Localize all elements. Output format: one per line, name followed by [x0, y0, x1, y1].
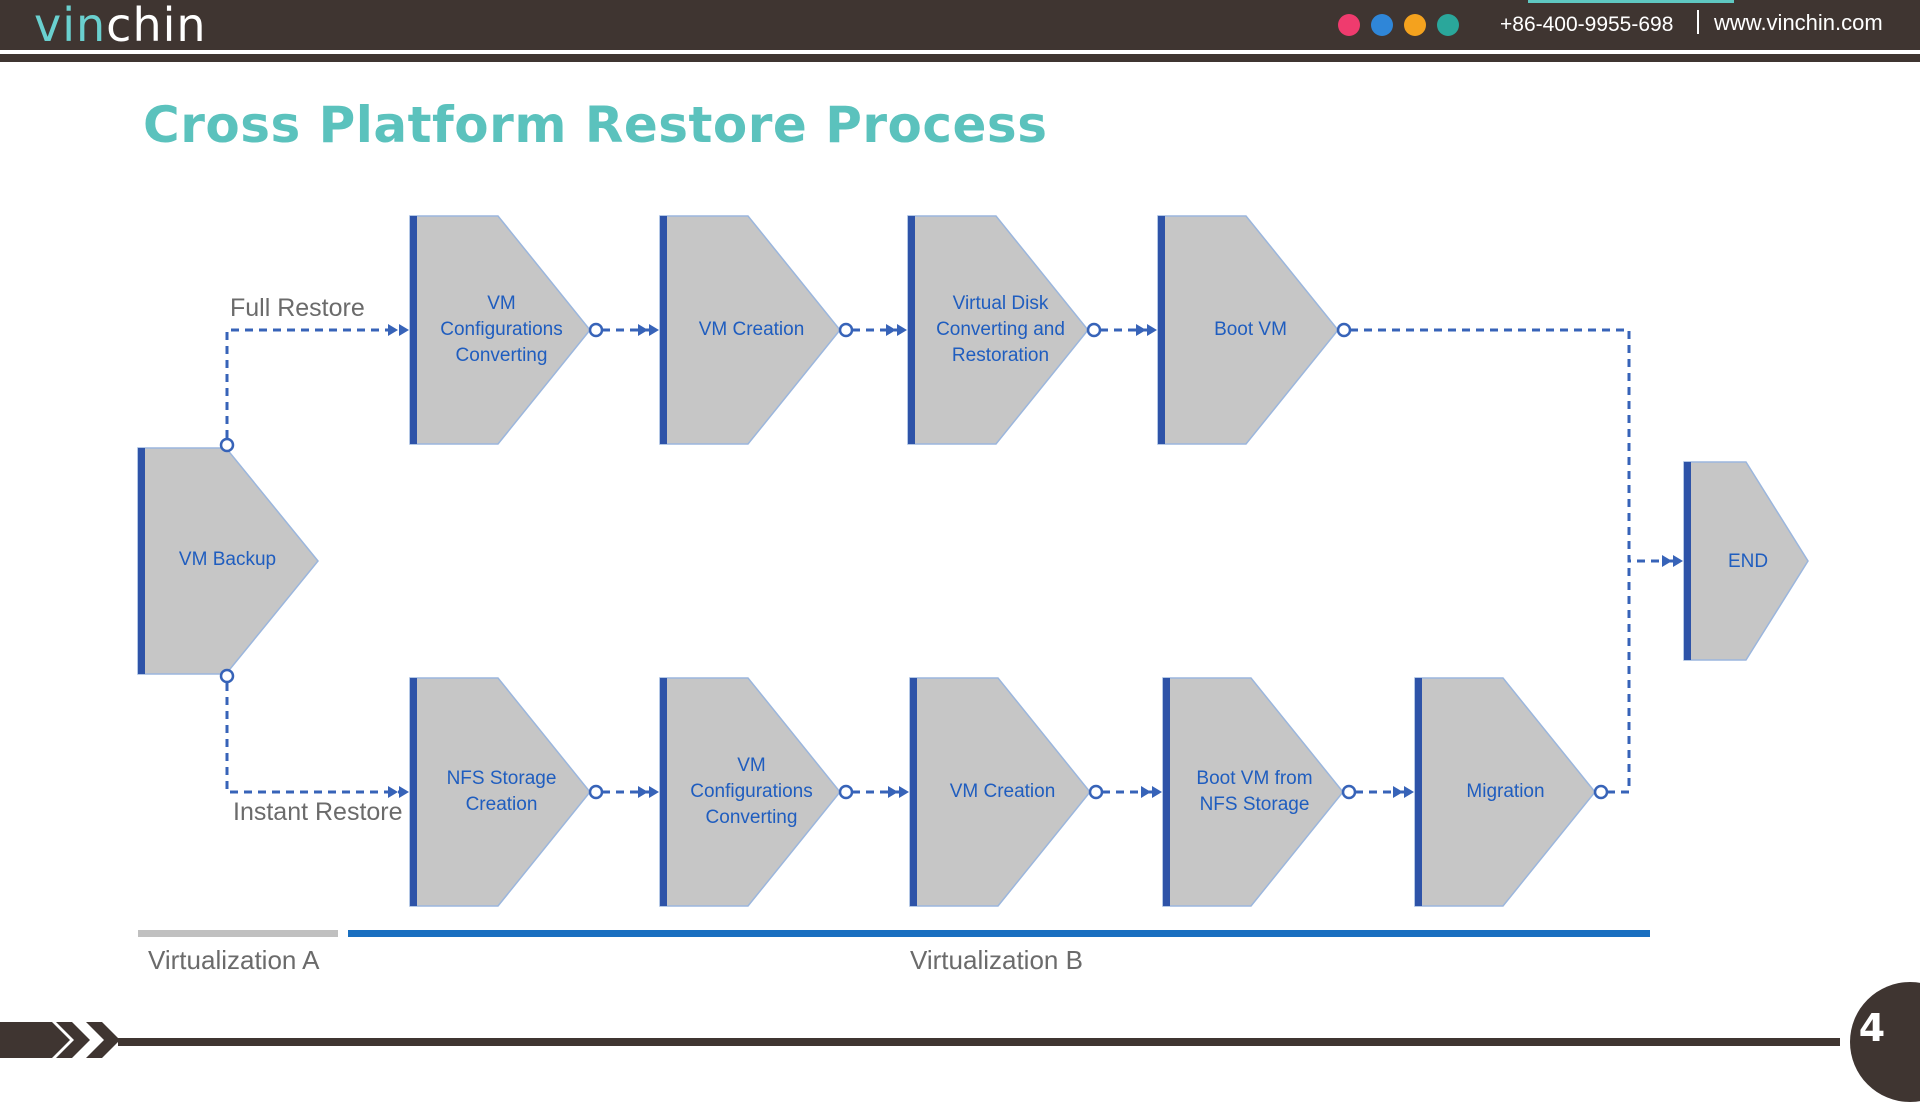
header-divider	[1697, 10, 1699, 34]
arrow-instant-2	[638, 786, 659, 798]
node-full-boot-vm: Boot VM	[1214, 319, 1287, 340]
end-node-bar	[1684, 462, 1691, 660]
arrow-instant-3	[888, 786, 909, 798]
node-instant-vm-creation: VM Creation	[949, 781, 1056, 802]
arrow-instant-5	[1393, 786, 1414, 798]
instant-node-2-bar	[660, 678, 667, 906]
conn-backup-full	[225, 328, 404, 438]
website-link[interactable]: www.vinchin.com	[1714, 10, 1883, 35]
instant-node-4-bar	[1163, 678, 1170, 906]
instant-port-5	[1593, 784, 1609, 800]
arrow-full-3	[886, 324, 907, 336]
virtualization-b-label: Virtualization B	[910, 945, 1083, 975]
conn-full-end	[1350, 328, 1678, 563]
instant-port-1	[588, 784, 604, 800]
pink-dot-icon	[1338, 14, 1360, 36]
node-vm-backup: VM Backup	[178, 549, 277, 570]
node-full-vm-creation: VM Creation	[698, 319, 805, 340]
full-node-1-bar	[410, 216, 417, 444]
teal-dot-icon	[1437, 14, 1459, 36]
node-instant-boot-nfs: Boot VM from NFS Storage	[1196, 768, 1313, 815]
virtualization-b-bar	[348, 930, 1650, 937]
arrow-end-top	[1662, 555, 1683, 567]
full-node-3-bar	[908, 216, 915, 444]
full-node-4-bar	[1158, 216, 1165, 444]
node-instant-vm-config: VM Configurations Converting	[690, 755, 813, 828]
instant-restore-label: Instant Restore	[233, 798, 403, 826]
instant-node-1-bar	[410, 678, 417, 906]
logo-part-2: chin	[106, 0, 207, 52]
node-full-disk-converting: Virtual Disk Converting and Restoration	[936, 293, 1065, 366]
header-accent	[1528, 0, 1734, 3]
full-port-1	[588, 322, 604, 338]
full-restore-label: Full Restore	[230, 294, 365, 322]
vm-backup-top-port	[219, 437, 235, 453]
instant-node-3-bar	[910, 678, 917, 906]
arrow-instant-1	[388, 786, 409, 798]
instant-port-3	[1088, 784, 1104, 800]
full-node-2-bar	[660, 216, 667, 444]
phone-number: +86-400-9955-698	[1500, 13, 1674, 36]
arrow-instant-4	[1141, 786, 1162, 798]
logo-part-1: vin	[34, 0, 107, 52]
arrow-full-4	[1136, 324, 1157, 336]
full-port-3	[1086, 322, 1102, 338]
page-number: 4	[1858, 1006, 1886, 1050]
node-instant-nfs-storage: NFS Storage Creation	[446, 768, 557, 815]
footer-line	[118, 1038, 1840, 1046]
node-full-vm-config: VM Configurations Converting	[440, 293, 563, 366]
node-instant-migration: Migration	[1466, 781, 1545, 802]
conn-instant-end	[1607, 561, 1631, 794]
virtualization-a-label: Virtualization A	[148, 945, 320, 975]
node-end: END	[1727, 551, 1769, 572]
full-port-2	[838, 322, 854, 338]
instant-port-4	[1341, 784, 1357, 800]
header-bar: vinchin +86-400-9955-698 www.vinchin.com	[0, 0, 1920, 52]
instant-port-2	[838, 784, 854, 800]
virtualization-a-bar	[138, 930, 338, 937]
orange-dot-icon	[1404, 14, 1426, 36]
blue-dot-icon	[1371, 14, 1393, 36]
page-title: Cross Platform Restore Process	[143, 96, 1048, 154]
conn-backup-instant	[225, 683, 404, 794]
full-port-4	[1336, 322, 1352, 338]
footer-chevrons-icon	[0, 1022, 120, 1058]
arrow-full-2	[638, 324, 659, 336]
vm-backup-bar	[138, 448, 145, 674]
header-underline	[0, 54, 1920, 62]
instant-node-5-bar	[1415, 678, 1422, 906]
arrow-full-1	[388, 324, 409, 336]
vinchin-logo[interactable]: vinchin	[34, 0, 207, 52]
vm-backup-bottom-port	[219, 668, 235, 684]
